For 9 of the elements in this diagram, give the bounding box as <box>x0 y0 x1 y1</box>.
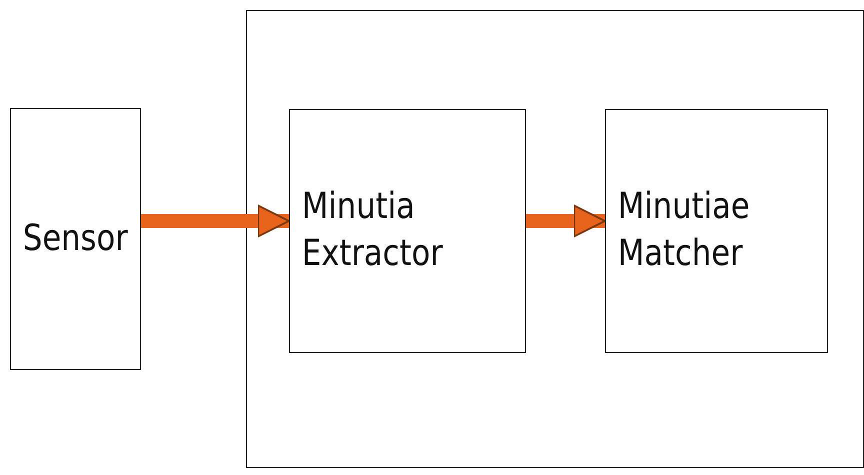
process-box <box>605 109 828 353</box>
container-box <box>246 10 864 468</box>
process-box <box>289 109 526 353</box>
process-box <box>10 108 141 370</box>
block-arrow <box>141 204 290 238</box>
block-arrow <box>526 204 606 238</box>
node-label: Sensor <box>22 216 128 261</box>
node-label: Minutiae Matcher <box>616 185 751 276</box>
node-label: Minutia Extractor <box>300 185 444 276</box>
